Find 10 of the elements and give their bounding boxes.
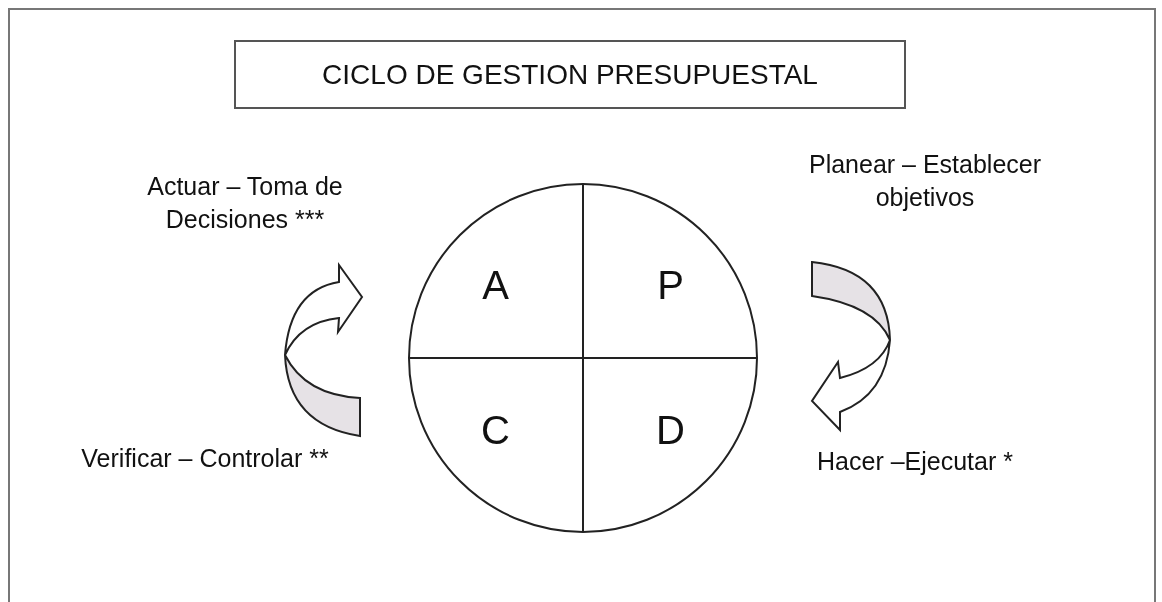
- quadrant-letter: A: [482, 263, 509, 308]
- title-box: CICLO DE GESTION PRESUPUESTAL: [234, 40, 906, 109]
- phase-label: Planear – Establecer objetivos: [807, 149, 1043, 213]
- quadrant-letter: C: [481, 408, 510, 453]
- phase-label: Verificar – Controlar **: [80, 443, 330, 474]
- phase-label: Actuar – Toma de Decisiones ***: [146, 171, 344, 235]
- circle-diagram: [408, 183, 758, 533]
- quadrant-letter: D: [656, 408, 685, 453]
- quadrant-letter: P: [657, 263, 684, 308]
- phase-label: Hacer –Ejecutar *: [816, 446, 1014, 477]
